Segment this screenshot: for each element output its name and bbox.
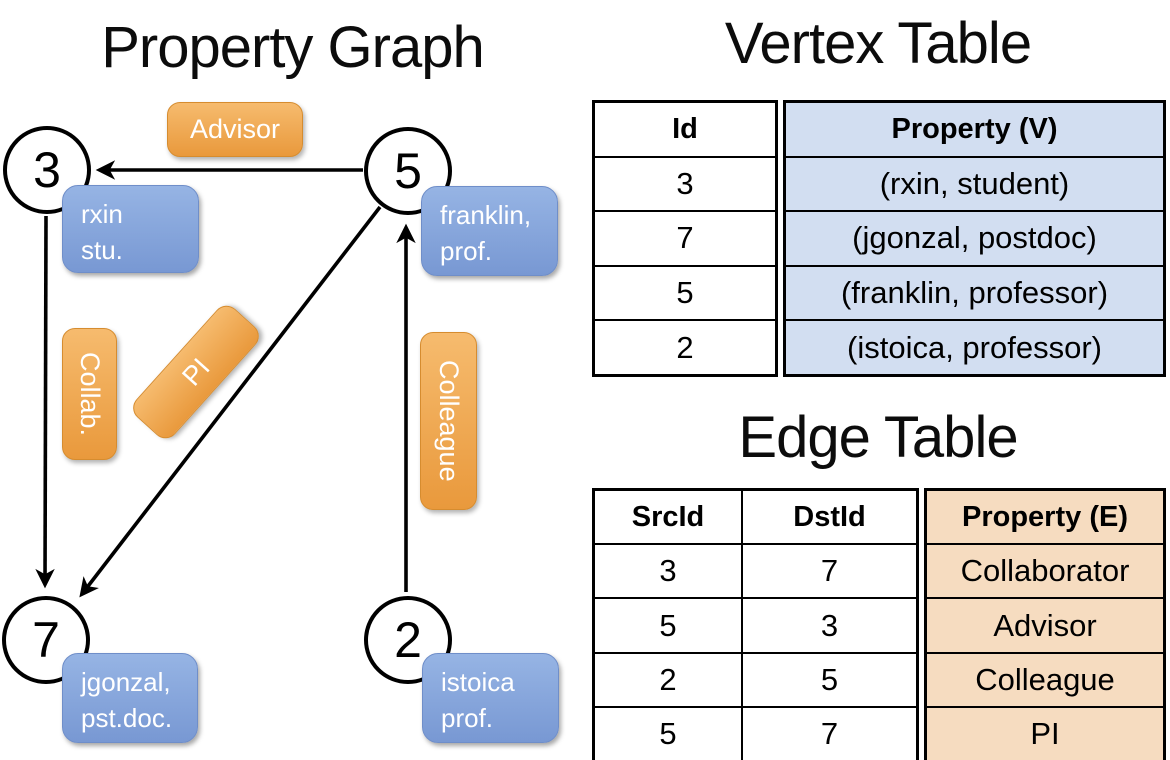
edge-table-src-header: SrcId	[631, 500, 705, 533]
vertex-property-line: pst.doc.	[81, 703, 173, 733]
vertex-table-id-cell: 2	[595, 319, 775, 374]
edge-table-row: 5 7	[595, 705, 916, 760]
edge-label-advisor: Advisor	[167, 102, 303, 157]
vertex-property-box-rxin: rxin stu.	[62, 185, 199, 273]
edge-table-dst-cell: 3	[741, 599, 916, 652]
vertex-property-line: istoica	[441, 667, 515, 697]
edge-label-colleague: Colleague	[420, 332, 477, 510]
edge-table-dst-cell: 7	[741, 545, 916, 598]
edge-table-src-cell: 5	[659, 715, 677, 751]
edge-table-row: 3 7	[595, 543, 916, 598]
edge-table-property-cell: PI	[927, 705, 1163, 760]
node-7-id: 7	[32, 612, 60, 668]
vertex-property-line: jgonzal,	[81, 667, 171, 697]
vertex-table-id-header: Id	[672, 112, 698, 145]
edge-table-header-row: SrcId DstId	[595, 491, 916, 544]
edge-arrow-3-to-7	[35, 215, 55, 589]
vertex-table-property-header: Property (V)	[891, 112, 1058, 145]
edge-label-pi: PI	[127, 300, 265, 444]
vertex-table-property-column: Property (V) (rxin, student) (jgonzal, p…	[783, 100, 1166, 377]
vertex-property-box-jgonzal: jgonzal, pst.doc.	[62, 653, 198, 743]
vertex-table-property-cell: (franklin, professor)	[786, 264, 1163, 320]
edge-table-row: 2 5	[595, 651, 916, 706]
vertex-table-property-cell: (rxin, student)	[786, 155, 1163, 211]
vertex-table-id-cell: 5	[595, 264, 775, 320]
node-2-id: 2	[394, 612, 422, 668]
vertex-property-line: stu.	[81, 235, 123, 265]
vertex-table-id-cell: 7	[595, 210, 775, 265]
edge-table-property-header: Property (E)	[962, 500, 1128, 533]
vertex-property-line: prof.	[440, 236, 493, 266]
vertex-property-box-franklin: franklin, prof.	[421, 186, 558, 276]
vertex-table-property-cell: (jgonzal, postdoc)	[786, 210, 1163, 265]
vertex-property-line: prof.	[441, 703, 494, 733]
vertex-table-title: Vertex Table	[724, 11, 1032, 76]
edge-label-collab: Collab.	[62, 328, 117, 460]
edge-table-row: 5 3	[595, 597, 916, 652]
edge-table-title: Edge Table	[738, 405, 1018, 470]
edge-table-dst-header: DstId	[741, 491, 916, 544]
node-5-id: 5	[394, 143, 422, 199]
edge-table-dst-cell: 5	[741, 653, 916, 706]
property-graph-title: Property Graph	[101, 15, 485, 80]
edge-table-src-cell: 3	[659, 553, 677, 589]
edge-table-property-column: Property (E) Collaborator Advisor Collea…	[924, 488, 1166, 760]
edge-table-src-cell: 2	[659, 661, 677, 697]
vertex-table-id-cell: 3	[595, 155, 775, 211]
vertex-property-box-istoica: istoica prof.	[422, 653, 559, 743]
graph-node-3: 3	[3, 126, 91, 214]
node-3-id: 3	[33, 142, 61, 198]
vertex-table-id-column: Id 3 7 5 2	[592, 100, 778, 377]
edge-table-property-cell: Colleague	[927, 651, 1163, 706]
edge-table-property-cell: Advisor	[927, 597, 1163, 651]
vertex-table-property-cell: (istoica, professor)	[786, 319, 1163, 374]
edge-table-src-cell: 5	[659, 607, 677, 643]
vertex-property-line: franklin,	[440, 200, 532, 230]
edge-table-dst-cell: 7	[741, 707, 916, 760]
vertex-property-line: rxin	[81, 199, 123, 229]
edge-table-property-cell: Collaborator	[927, 543, 1163, 597]
edge-table-src-dst-columns: SrcId DstId 3 7 5 3 2 5 5 7	[592, 488, 919, 760]
